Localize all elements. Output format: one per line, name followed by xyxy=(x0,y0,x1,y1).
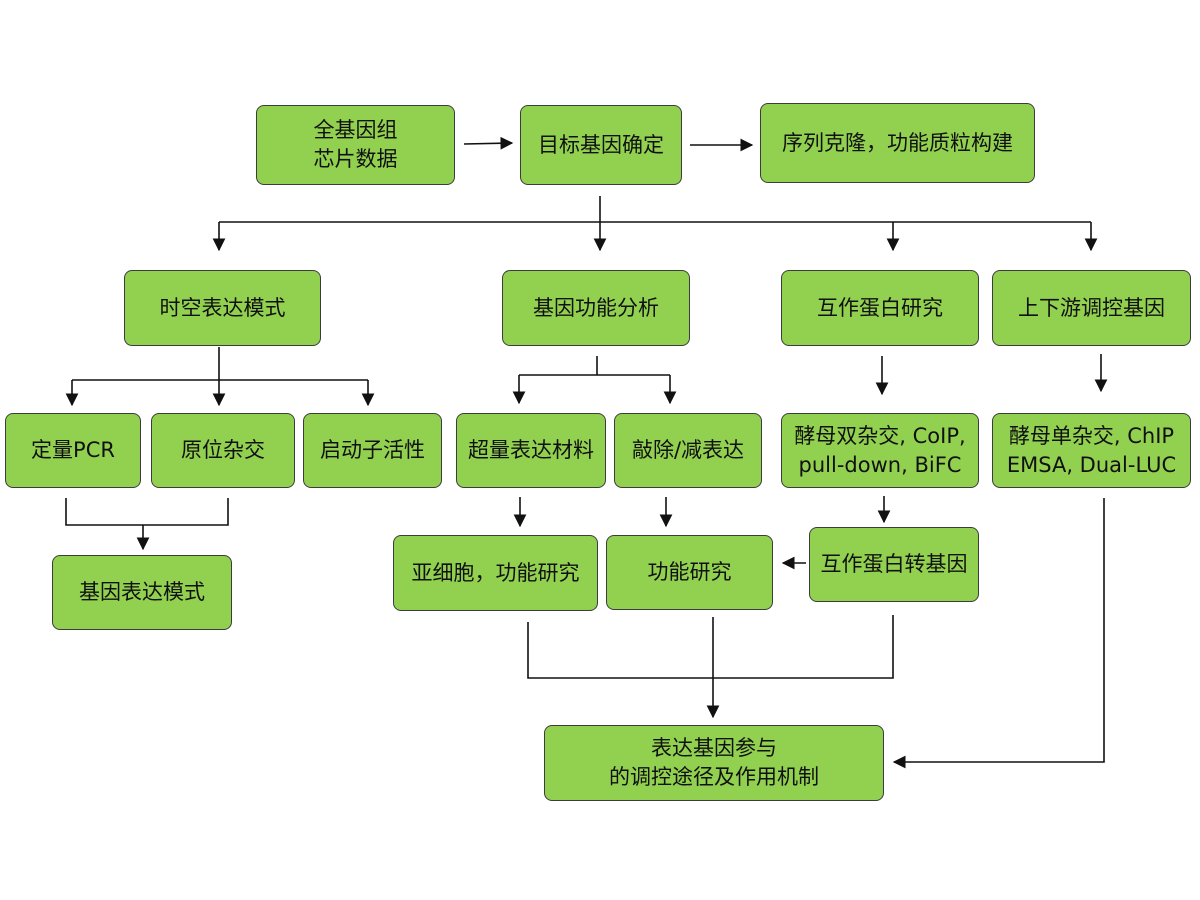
node-regulatory: 上下游调控基因 xyxy=(992,270,1191,346)
node-genome-chip: 全基因组 芯片数据 xyxy=(256,105,455,185)
merge-to-expression-pattern xyxy=(65,498,229,526)
node-mechanism: 表达基因参与 的调控途径及作用机制 xyxy=(544,725,884,801)
node-spatiotemporal: 时空表达模式 xyxy=(124,270,321,346)
node-y1h: 酵母单杂交, ChIP EMSA, Dual-LUC xyxy=(992,413,1191,488)
node-expression-pattern: 基因表达模式 xyxy=(52,555,232,630)
arrow-chip-to-target xyxy=(463,136,514,150)
node-in-situ: 原位杂交 xyxy=(151,413,295,488)
node-qpcr: 定量PCR xyxy=(5,413,141,488)
node-interaction: 互作蛋白研究 xyxy=(781,270,979,346)
arrow-y1h-to-mechanism xyxy=(892,498,1105,769)
node-target-gene: 目标基因确定 xyxy=(520,105,682,185)
node-transgenic: 互作蛋白转基因 xyxy=(809,527,979,602)
node-overexpression: 超量表达材料 xyxy=(456,413,606,488)
node-subcellular: 亚细胞，功能研究 xyxy=(393,535,598,611)
node-cloning: 序列克隆，功能质粒构建 xyxy=(760,103,1035,183)
node-promoter: 启动子活性 xyxy=(303,413,442,488)
node-function-study: 功能研究 xyxy=(606,535,773,610)
merge-to-mechanism xyxy=(527,615,894,679)
node-knockout: 敲除/减表达 xyxy=(614,413,762,488)
node-function-analysis: 基因功能分析 xyxy=(502,270,690,346)
node-y2h: 酵母双杂交, CoIP, pull-down, BiFC xyxy=(781,413,979,488)
